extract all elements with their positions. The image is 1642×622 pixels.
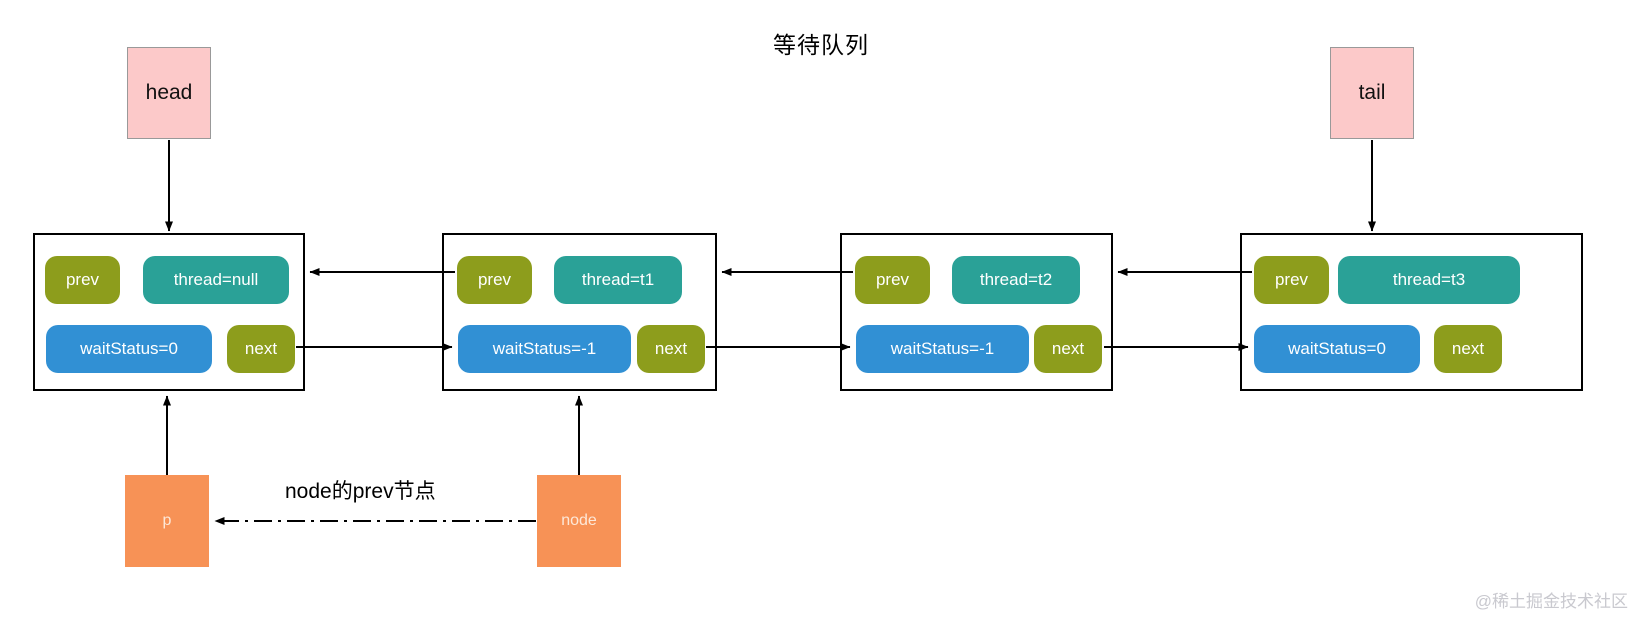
variable-box-node: node bbox=[537, 475, 621, 567]
node-0: prev thread=null waitStatus=0 next bbox=[33, 233, 305, 391]
node-2-waitstatus-field: waitStatus=-1 bbox=[856, 325, 1029, 373]
node-2-next-field: next bbox=[1034, 325, 1102, 373]
node-3-waitstatus-field: waitStatus=0 bbox=[1254, 325, 1420, 373]
node-1-thread-field: thread=t1 bbox=[554, 256, 682, 304]
tail-pointer-box: tail bbox=[1330, 47, 1414, 139]
node-0-thread-field: thread=null bbox=[143, 256, 289, 304]
node-1-waitstatus-field: waitStatus=-1 bbox=[458, 325, 631, 373]
diagram-title: 等待队列 bbox=[773, 32, 869, 58]
variable-p-label: p bbox=[162, 512, 172, 529]
node-2-prev-field: prev bbox=[855, 256, 930, 304]
node-2: prev thread=t2 waitStatus=-1 next bbox=[840, 233, 1113, 391]
node-3-next-field: next bbox=[1434, 325, 1502, 373]
head-pointer-box: head bbox=[127, 47, 211, 139]
tail-pointer-label: tail bbox=[1358, 81, 1386, 104]
node-1-prev-field: prev bbox=[457, 256, 532, 304]
head-pointer-label: head bbox=[145, 81, 193, 104]
node-2-thread-field: thread=t2 bbox=[952, 256, 1080, 304]
variable-node-label: node bbox=[561, 512, 597, 529]
variable-box-p: p bbox=[125, 475, 209, 567]
node-0-waitstatus-field: waitStatus=0 bbox=[46, 325, 212, 373]
node-1: prev thread=t1 waitStatus=-1 next bbox=[442, 233, 717, 391]
node-3-prev-field: prev bbox=[1254, 256, 1329, 304]
prev-relation-label: node的prev节点 bbox=[285, 480, 436, 503]
watermark: @稀土掘金技术社区 bbox=[1474, 592, 1628, 611]
node-1-next-field: next bbox=[637, 325, 705, 373]
node-3-thread-field: thread=t3 bbox=[1338, 256, 1520, 304]
node-0-next-field: next bbox=[227, 325, 295, 373]
node-3: prev thread=t3 waitStatus=0 next bbox=[1240, 233, 1583, 391]
node-0-prev-field: prev bbox=[45, 256, 120, 304]
